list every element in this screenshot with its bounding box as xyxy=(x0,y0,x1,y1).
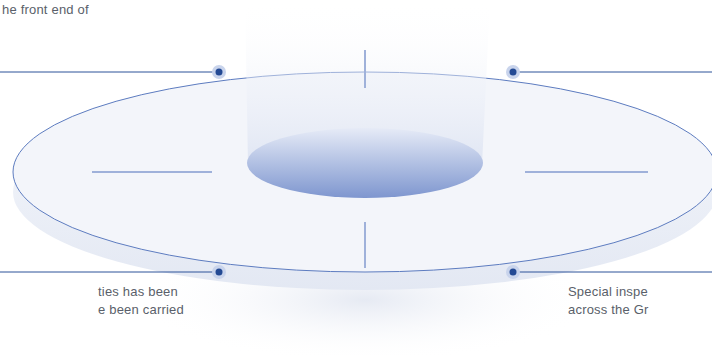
dot-halo xyxy=(212,265,226,279)
dot-halo xyxy=(212,65,226,79)
dot xyxy=(216,269,223,276)
tick xyxy=(364,222,366,268)
leader-line xyxy=(513,272,712,273)
note-text: he front end of xyxy=(2,1,89,19)
dot xyxy=(510,69,517,76)
dot-halo xyxy=(506,265,520,279)
dot xyxy=(510,269,517,276)
dot xyxy=(216,69,223,76)
tick xyxy=(92,171,212,173)
leader-line xyxy=(0,72,219,73)
tick xyxy=(364,50,366,88)
dot-halo xyxy=(506,65,520,79)
note-text: Special inspe across the Gr xyxy=(568,283,649,319)
note-text: ties has been e been carried xyxy=(98,283,184,319)
core-ellipse xyxy=(247,128,483,198)
leader-line xyxy=(0,272,219,273)
tick xyxy=(525,171,648,173)
leader-line xyxy=(513,72,712,73)
